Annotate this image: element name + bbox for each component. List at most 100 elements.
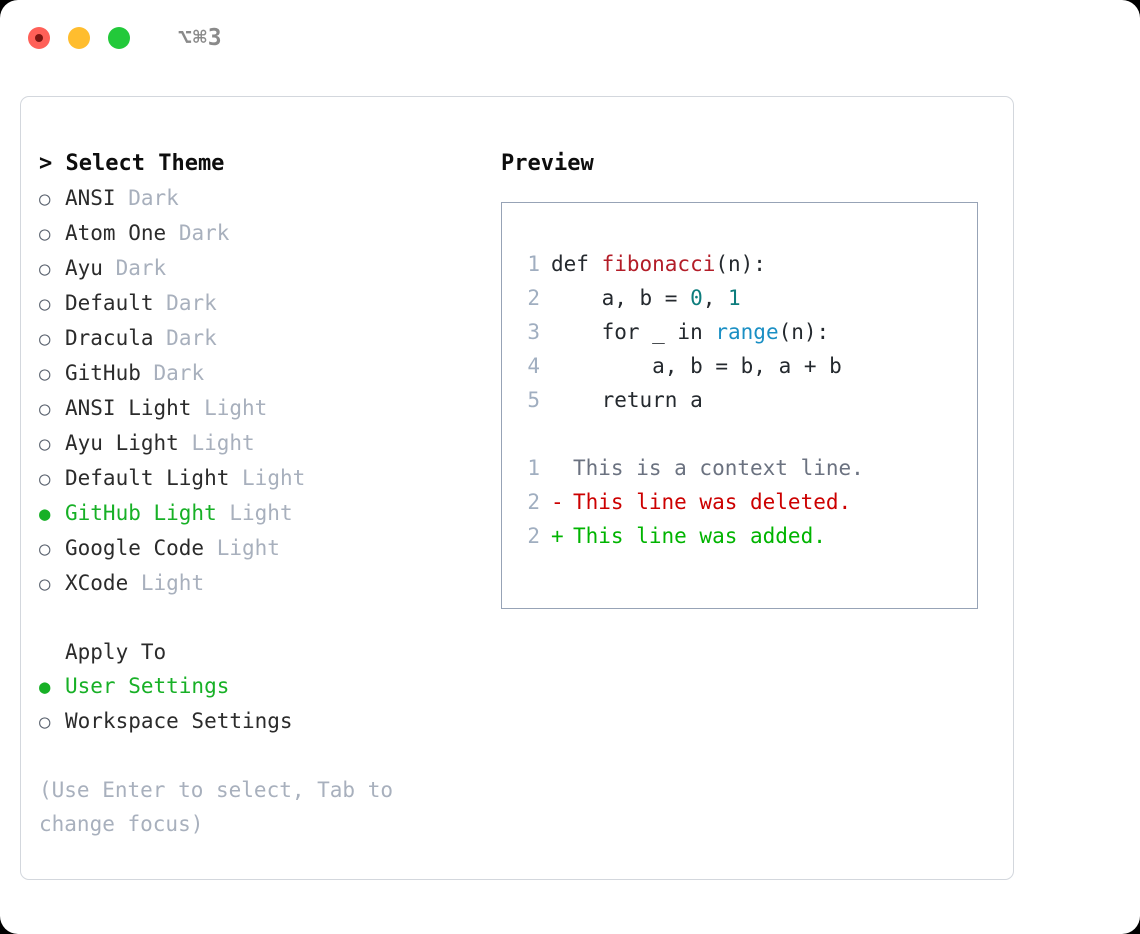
window-controls — [28, 27, 130, 49]
code-token-plain: return a — [551, 388, 703, 412]
theme-variant-label: Dark — [115, 256, 167, 280]
maximize-button-icon[interactable] — [108, 27, 130, 49]
apply-to-option-label: User Settings — [65, 674, 230, 698]
radio-unselected-icon: ○ — [39, 711, 51, 733]
code-token-plain: a, b = — [551, 286, 691, 310]
theme-option-label: Google Code — [65, 536, 205, 560]
theme-option-label: ANSI Light — [65, 396, 192, 420]
theme-option-github-light[interactable]: ● GitHub Light Light — [39, 496, 479, 531]
theme-option-ayu[interactable]: ○ Ayu Dark — [39, 251, 479, 286]
radio-unselected-icon: ○ — [39, 258, 51, 280]
theme-variant-label: Dark — [128, 186, 179, 210]
theme-variant-label: Dark — [153, 361, 205, 385]
code-line-number: 5 — [527, 388, 540, 412]
theme-variant-label: Light — [242, 466, 306, 490]
diff-marker-icon: + — [551, 524, 564, 548]
code-line-number: 3 — [527, 320, 540, 344]
code-line: 2 a, b = 0, 1 — [516, 281, 971, 315]
label-spacer — [229, 461, 242, 495]
theme-option-default-light[interactable]: ○Default Light Light — [39, 461, 479, 496]
radio-unselected-icon: ○ — [39, 363, 51, 385]
theme-option-default[interactable]: ○ Default Dark — [39, 286, 479, 321]
radio-selected-icon: ● — [39, 503, 51, 525]
theme-variant-label: Light — [229, 501, 293, 525]
theme-variant-label: Dark — [166, 326, 217, 350]
apply-to-option-user-settings[interactable]: ●User Settings — [39, 669, 479, 704]
diff-line-number: 1 — [527, 456, 540, 480]
code-line-number: 4 — [527, 354, 540, 378]
theme-option-label: Ayu Light — [65, 431, 179, 455]
theme-option-label: Ayu — [65, 256, 103, 280]
theme-option-label: GitHub Light — [65, 501, 217, 525]
minimize-button-icon[interactable] — [68, 27, 90, 49]
theme-option-label: ANSI — [65, 186, 116, 210]
theme-option-label: Atom One — [65, 221, 167, 245]
theme-variant-label: Light — [216, 536, 280, 560]
label-spacer — [154, 321, 167, 355]
theme-list: ○ANSI Dark○Atom One Dark○Ayu Dark○Defaul… — [39, 181, 479, 601]
diff-line-context: 1 This is a context line. — [516, 451, 971, 485]
code-token-plain: (n): — [778, 320, 830, 344]
theme-variant-label: Dark — [166, 291, 217, 315]
diff-line-number: 2 — [527, 490, 540, 514]
radio-unselected-icon: ○ — [39, 293, 51, 315]
theme-option-ansi[interactable]: ○ANSI Dark — [39, 181, 479, 216]
title-bar: ⌥⌘3 — [0, 0, 1140, 76]
diff-line-text: This is a context line. — [573, 456, 864, 480]
main-panel: > Select Theme ○ANSI Dark○Atom One Dark○… — [20, 96, 1014, 880]
radio-unselected-icon: ○ — [39, 328, 51, 350]
radio-unselected-icon: ○ — [39, 538, 51, 560]
theme-variant-label: Light — [204, 396, 268, 420]
diff-block: 1 This is a context line.2-This line was… — [516, 451, 971, 553]
theme-option-label: GitHub — [65, 361, 141, 385]
theme-option-label: Default Light — [65, 466, 230, 490]
code-token-call: range — [715, 320, 779, 344]
code-token-plain: for _ in — [551, 320, 716, 344]
theme-variant-label: Dark — [178, 221, 230, 245]
code-line: 4 a, b = b, a + b — [516, 349, 971, 383]
code-token-fn: fibonacci — [601, 252, 716, 276]
label-spacer — [141, 356, 154, 390]
select-theme-header: > Select Theme — [39, 151, 225, 176]
preview-title: Preview — [501, 151, 594, 176]
diff-line-text: This line was deleted. — [573, 490, 852, 514]
code-token-plain: a, b = b, a + b — [551, 354, 842, 378]
diff-line-number: 2 — [527, 524, 540, 548]
theme-option-atom-one[interactable]: ○Atom One Dark — [39, 216, 479, 251]
apply-to-option-workspace-settings[interactable]: ○Workspace Settings — [39, 704, 479, 739]
diff-marker-icon — [551, 451, 573, 485]
label-spacer — [116, 181, 129, 215]
label-spacer — [191, 391, 204, 425]
label-spacer — [166, 216, 179, 250]
close-button-icon[interactable] — [28, 27, 50, 49]
theme-option-label: Default — [65, 291, 154, 315]
list-spacer — [39, 601, 479, 635]
code-line-text: a, b = 0, 1 — [551, 281, 741, 315]
theme-option-google-code[interactable]: ○ Google Code Light — [39, 531, 479, 566]
code-token-plain: (n): — [715, 252, 766, 276]
apply-to-header: Apply To — [65, 640, 167, 664]
theme-option-ansi-light[interactable]: ○ANSI Light Light — [39, 391, 479, 426]
theme-option-label: XCode — [65, 571, 129, 595]
label-spacer — [179, 426, 192, 460]
theme-option-xcode[interactable]: ○XCode Light — [39, 566, 479, 601]
code-line-number: 2 — [527, 286, 540, 310]
theme-picker-column: > Select Theme ○ANSI Dark○Atom One Dark○… — [39, 147, 479, 841]
code-line-number: 1 — [527, 252, 540, 276]
label-spacer — [128, 566, 141, 600]
code-line-text: return a — [551, 383, 703, 417]
theme-variant-label: Light — [191, 431, 255, 455]
radio-unselected-icon: ○ — [39, 433, 51, 455]
theme-option-dracula[interactable]: ○Dracula Dark — [39, 321, 479, 356]
theme-option-ayu-light[interactable]: ○ Ayu Light Light — [39, 426, 479, 461]
theme-option-github[interactable]: ○ GitHub Dark — [39, 356, 479, 391]
code-line-text: def fibonacci(n): — [551, 247, 766, 281]
code-token-num: 1 — [728, 286, 741, 310]
diff-line-text: This line was added. — [573, 524, 826, 548]
code-diff-gap — [516, 417, 971, 451]
